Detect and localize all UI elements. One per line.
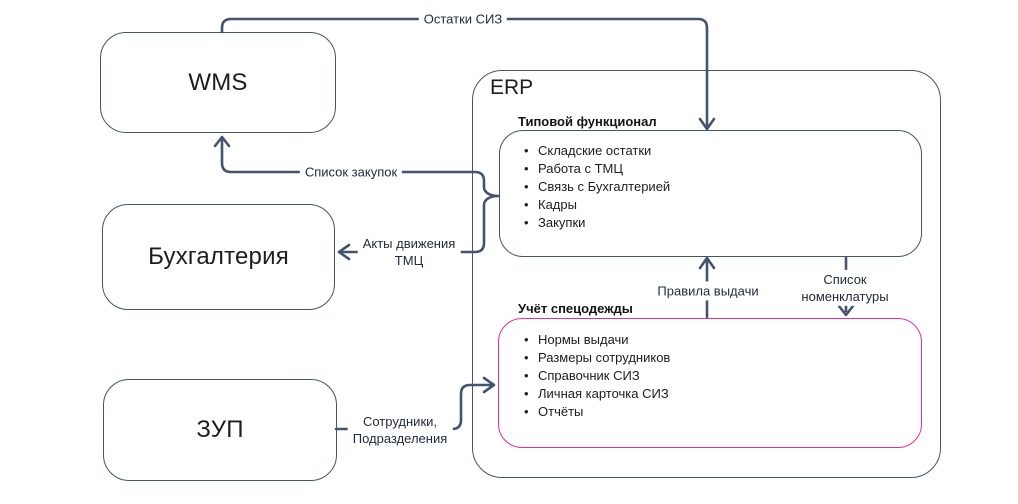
edge-tmc-acts-arrowhead — [337, 243, 351, 261]
edge-label-nomenclature: Список номенклатуры — [796, 269, 894, 307]
edge-purchase-list-arrowhead — [213, 135, 231, 148]
node-erp-label: ERP — [490, 76, 534, 99]
list-item: Размеры сотрудников — [522, 349, 670, 367]
node-zup-label: ЗУП — [196, 416, 244, 443]
node-accounting: Бухгалтерия — [102, 204, 335, 310]
edge-label-purchase-list: Список закупок — [299, 162, 403, 182]
workwear-items-list: Нормы выдачи Размеры сотрудников Справоч… — [522, 331, 670, 421]
edge-label-issue-rules: Правила выдачи — [652, 281, 764, 301]
edge-label-employees: Сотрудники, Подразделения — [347, 411, 453, 449]
node-wms-label: WMS — [188, 68, 248, 96]
list-item: Работа с ТМЦ — [522, 160, 670, 178]
section-workwear-title: Учёт спецодежды — [518, 301, 633, 316]
list-item: Личная карточка СИЗ — [522, 385, 670, 403]
section-standard-title: Типовой функционал — [518, 114, 657, 129]
list-item: Отчёты — [522, 403, 670, 421]
list-item: Нормы выдачи — [522, 331, 670, 349]
node-accounting-label: Бухгалтерия — [148, 243, 289, 270]
list-item: Кадры — [522, 196, 670, 214]
edge-label-tmc-acts: Акты движения ТМЦ — [357, 233, 461, 271]
list-item: Закупки — [522, 214, 670, 232]
list-item: Справочник СИЗ — [522, 367, 670, 385]
list-item: Складские остатки — [522, 142, 670, 160]
edge-label-siz-balances: Остатки СИЗ — [418, 9, 508, 29]
list-item: Связь с Бухгалтерией — [522, 178, 670, 196]
node-wms: WMS — [100, 32, 336, 133]
standard-items-list: Складские остатки Работа с ТМЦ Связь с Б… — [522, 142, 670, 232]
node-zup: ЗУП — [103, 379, 337, 481]
